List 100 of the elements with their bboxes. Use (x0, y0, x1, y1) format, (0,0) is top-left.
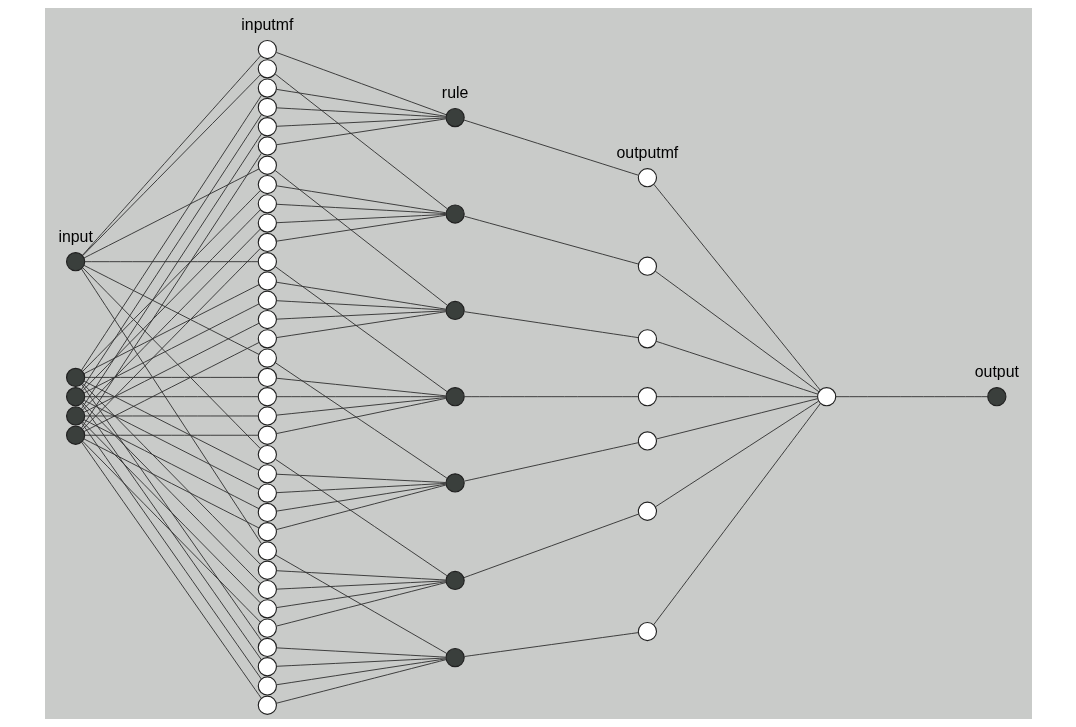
node-circle (257, 695, 277, 715)
node-circle (65, 367, 85, 388)
connector (275, 580, 446, 590)
connector (81, 267, 261, 450)
label: output (974, 363, 1019, 381)
node-circle (257, 367, 277, 388)
connector (274, 266, 448, 393)
node-circle (257, 618, 277, 638)
connector (81, 382, 261, 565)
node-circle (257, 39, 277, 60)
node-circle (257, 560, 277, 580)
node-circle (257, 309, 277, 330)
node-circle (65, 406, 85, 426)
connector (462, 119, 639, 176)
node-circle (257, 271, 277, 291)
connector (274, 73, 448, 210)
node-circle (257, 464, 277, 484)
connector (463, 442, 639, 482)
connector (275, 311, 446, 339)
connector (80, 268, 262, 544)
connector (275, 185, 446, 214)
connector (274, 458, 447, 577)
label: rule (441, 83, 468, 101)
node-circle (65, 387, 85, 407)
connector (274, 362, 447, 479)
node-circle (257, 444, 277, 465)
connector (83, 396, 258, 398)
connector (463, 311, 639, 339)
node-circle (637, 387, 657, 407)
node-circle (257, 579, 277, 600)
connector (275, 582, 447, 627)
node-circle (257, 78, 277, 98)
label: input (57, 228, 93, 246)
node-circle (257, 406, 277, 426)
node-circle (257, 290, 277, 310)
connector (655, 396, 818, 398)
connector (83, 168, 259, 259)
node-circle (257, 637, 277, 658)
node-circle (444, 300, 465, 321)
node-circle (257, 676, 277, 696)
node-circle (637, 256, 657, 276)
node-circle (257, 541, 277, 561)
node-circle (257, 117, 277, 137)
node-circle (257, 174, 277, 195)
connector (83, 419, 259, 510)
label: outputmf (616, 144, 678, 162)
node-circle (444, 473, 465, 493)
connector (655, 398, 818, 440)
connector (834, 396, 988, 398)
connector (83, 434, 258, 436)
connector (275, 659, 447, 704)
connector (83, 303, 259, 394)
node-circle (257, 425, 277, 445)
node-circle (257, 522, 277, 542)
connector (275, 397, 446, 416)
node-circle (637, 621, 657, 642)
node-circle (257, 59, 277, 79)
connector (83, 415, 258, 417)
node-circle (257, 599, 277, 619)
connector (463, 215, 639, 265)
node-circle (257, 502, 277, 523)
node-circle (65, 425, 85, 445)
connector (83, 399, 259, 490)
node-circle (816, 387, 836, 407)
connector (275, 281, 446, 310)
node-circle (444, 647, 465, 668)
label: inputmf (240, 15, 293, 33)
connector (275, 657, 446, 667)
connector (655, 340, 818, 395)
connector (83, 284, 259, 375)
connector (275, 397, 446, 435)
node-circle (257, 136, 277, 156)
connector (274, 169, 448, 306)
connector (275, 118, 446, 146)
connector (275, 88, 446, 117)
connector (274, 554, 447, 654)
connector (275, 203, 446, 215)
node-circle (257, 387, 277, 407)
connector (462, 513, 639, 579)
connector (81, 402, 261, 585)
connector (652, 403, 821, 626)
node-circle (444, 107, 465, 128)
connector (275, 213, 446, 224)
node-circle (637, 501, 657, 521)
connector (275, 52, 447, 116)
connector (275, 581, 446, 609)
node-circle (986, 387, 1006, 407)
connector (275, 214, 446, 242)
connector (83, 342, 259, 433)
connector (463, 396, 638, 398)
connector (654, 400, 819, 508)
connector (275, 647, 446, 658)
connector (81, 209, 261, 392)
connector (83, 264, 259, 355)
connector (275, 117, 446, 127)
connector (275, 107, 446, 118)
connector (83, 376, 258, 378)
connector (275, 483, 446, 512)
node-circle (257, 232, 277, 253)
connector (275, 484, 447, 531)
